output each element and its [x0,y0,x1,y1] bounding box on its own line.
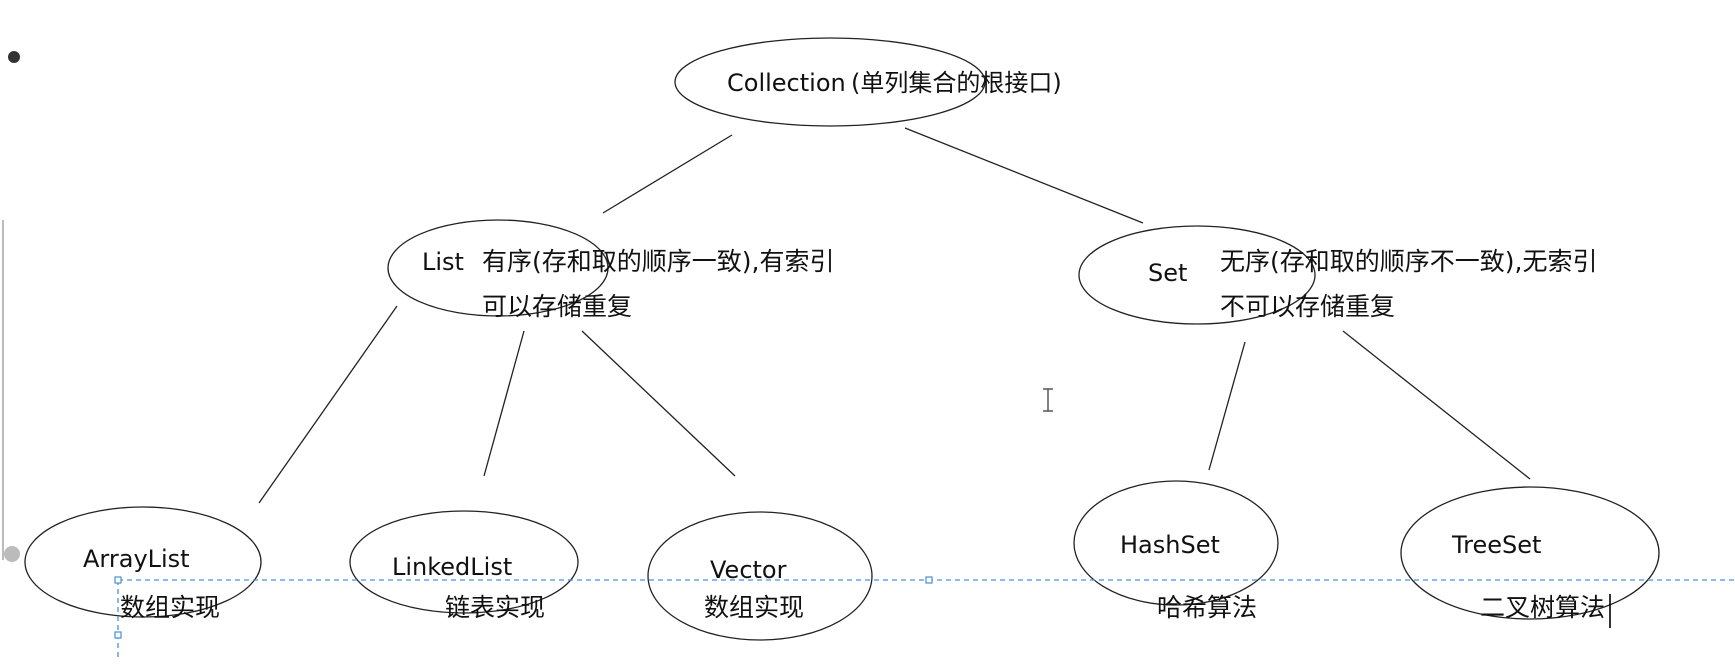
node-list-ellipse [387,219,609,317]
node-arraylist-note: 数组实现 [120,593,220,622]
node-set-note-line1: 无序(存和取的顺序不一致),无索引 [1220,247,1597,276]
node-arraylist-name: ArrayList [83,545,190,573]
node-linkedlist-ellipse [349,510,579,614]
node-vector-name: Vector [710,556,787,584]
node-vector-note: 数组实现 [704,593,804,622]
margin-mark-top [8,51,20,63]
node-treeset[interactable]: TreeSet 二叉树算法 [1400,486,1660,628]
edge-set-hashset [1208,341,1246,471]
node-treeset-name: TreeSet [1451,531,1541,559]
margin-mark-bottom [4,546,20,562]
node-linkedlist-note: 链表实现 [445,593,545,622]
node-linkedlist-name: LinkedList [392,553,512,581]
node-vector-ellipse [647,511,873,641]
selection-handle-top-left[interactable] [114,576,122,584]
node-linkedlist[interactable]: LinkedList 链表实现 [349,510,579,622]
left-margin-artifacts [2,51,20,562]
node-arraylist[interactable]: ArrayList 数组实现 [24,506,262,622]
node-set[interactable]: Set 无序(存和取的顺序不一致),无索引 不可以存储重复 [1078,225,1597,325]
edge-collection-set [904,127,1144,224]
node-list[interactable]: List 有序(存和取的顺序一致),有索引 可以存储重复 [387,219,834,321]
node-treeset-note: 二叉树算法 [1480,593,1605,622]
node-list-name: List [422,248,464,276]
edges [258,127,1531,504]
node-hashset-name: HashSet [1120,531,1220,559]
node-collection-name: Collection [727,69,846,97]
text-cursor-icon [1043,388,1053,412]
node-hashset-ellipse [1073,480,1279,606]
edge-set-treeset [1342,330,1531,480]
node-list-note-line1: 有序(存和取的顺序一致),有索引 [482,247,834,276]
selection-handle-left-middle[interactable] [114,631,122,639]
selection-handle-top-middle[interactable] [925,576,933,584]
node-vector[interactable]: Vector 数组实现 [647,511,873,641]
node-arraylist-ellipse [24,506,262,618]
node-treeset-ellipse [1400,486,1660,620]
node-set-note-line2: 不可以存储重复 [1220,292,1395,321]
edge-collection-list [602,134,733,214]
node-hashset[interactable]: HashSet 哈希算法 [1073,480,1279,622]
node-hashset-note: 哈希算法 [1157,593,1257,622]
edge-list-vector [581,330,736,477]
node-set-name: Set [1148,259,1187,287]
node-collection-ellipse [674,37,986,127]
edge-list-arraylist [258,305,398,504]
edge-list-linkedlist [483,330,525,477]
node-list-note-line2: 可以存储重复 [482,292,632,321]
node-collection[interactable]: Collection (单列集合的根接口) [674,37,1062,127]
selection-frame[interactable] [114,576,1735,660]
node-collection-note: (单列集合的根接口) [851,69,1062,97]
node-set-ellipse [1078,225,1316,325]
